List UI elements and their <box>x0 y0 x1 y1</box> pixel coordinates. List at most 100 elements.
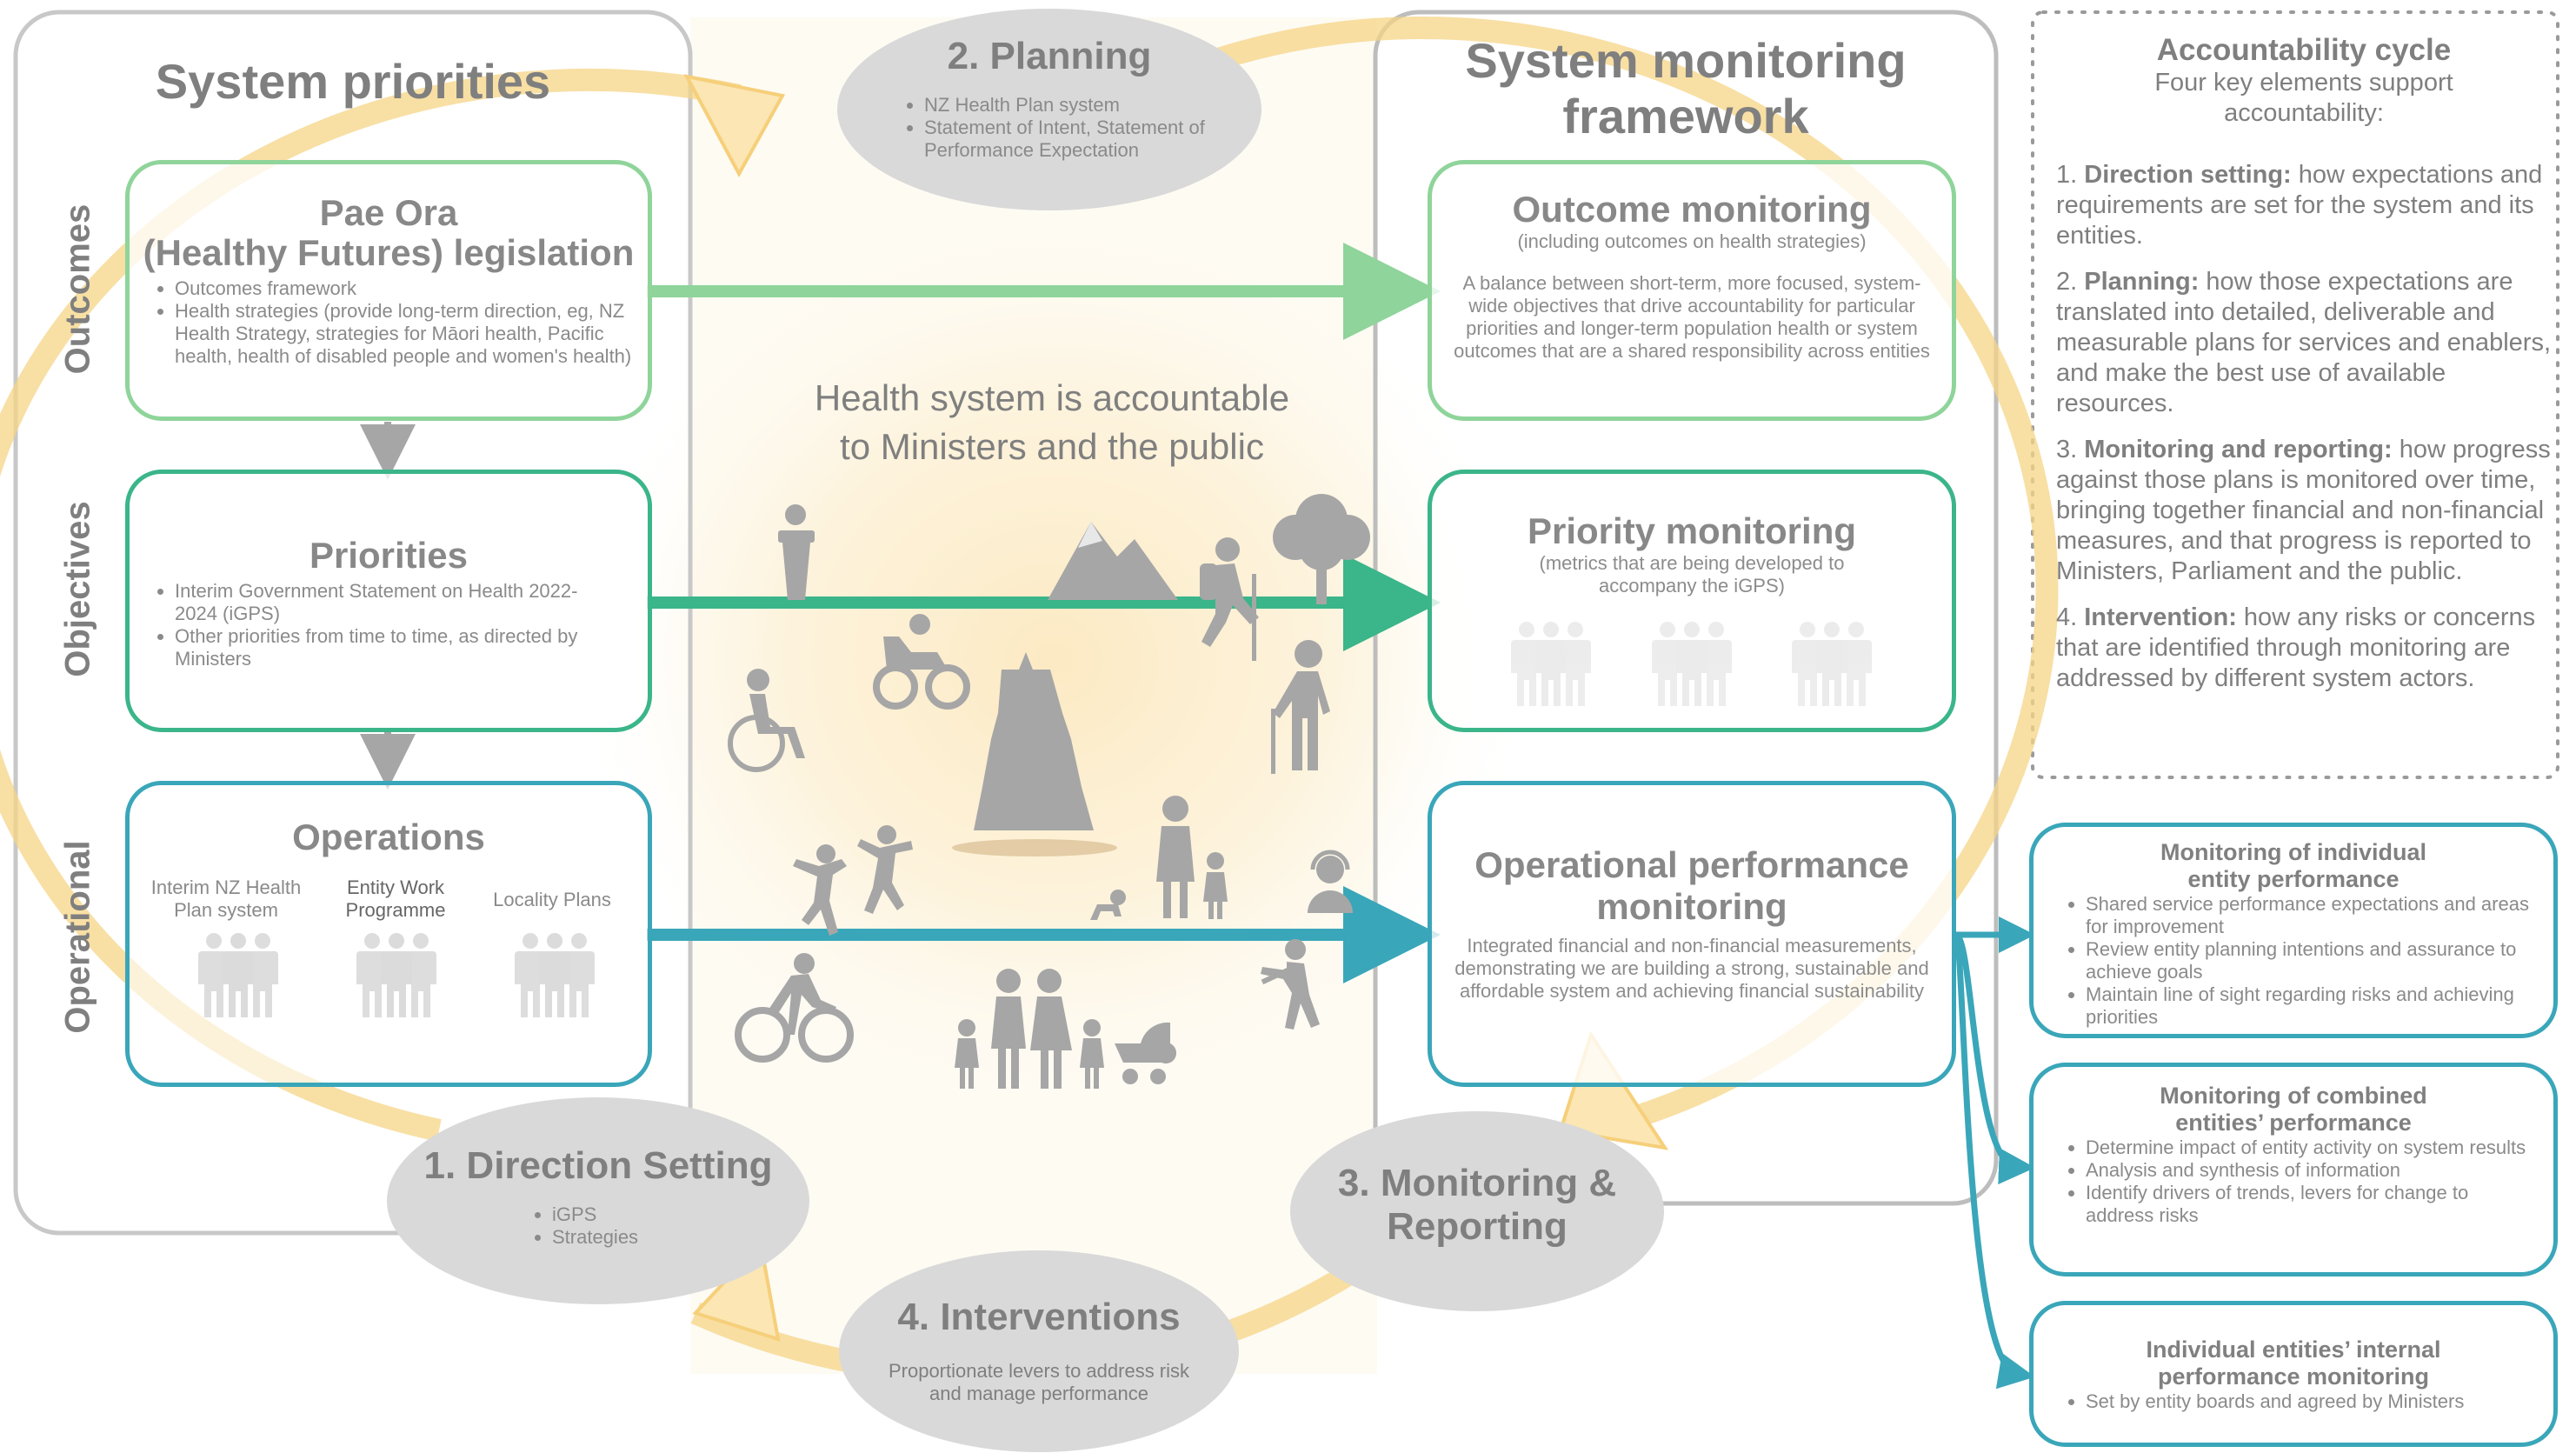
internal-monitoring-box: Individual entities’ internal performanc… <box>2029 1301 2558 1447</box>
system-priorities-title: System priorities <box>155 54 551 109</box>
list-item: Outcomes framework <box>175 277 632 300</box>
operational-monitoring-text: Integrated financial and non-financial m… <box>1454 935 1929 1002</box>
priority-monitoring-subtitle: (metrics that are being developed to acc… <box>1539 552 1845 597</box>
list-item: Interim Government Statement on Health 2… <box>175 580 613 625</box>
cyclist-icon <box>735 953 854 1063</box>
accountability-title: Accountability cycle <box>2156 33 2452 67</box>
list-item: Determine impact of entity activity on s… <box>2086 1136 2536 1159</box>
operations-column-entity-work: Entity Work Programme <box>345 876 446 921</box>
branch-connector-3 <box>1953 933 2035 1390</box>
family-icon <box>955 969 1104 1089</box>
priority-monitoring-box: Priority monitoring (metrics that are be… <box>1428 470 1956 732</box>
monitoring-framework-title-line2: framework <box>1562 89 1809 143</box>
operations-column-nz-health-plan: Interim NZ Health Plan system <box>150 876 302 921</box>
accountability-item-4: 4. Intervention: how any risks or concer… <box>2056 603 2536 692</box>
pae-ora-title-line2: (Healthy Futures) legislation <box>143 232 635 273</box>
direction-setting-ellipse: 1. Direction Setting iGPS Strategies <box>387 1097 809 1304</box>
combined-entities-box: Monitoring of combined entities’ perform… <box>2029 1063 2558 1276</box>
accountability-box-border <box>2031 10 2559 779</box>
pae-ora-box: Pae Ora (Healthy Futures) legislation Ou… <box>125 160 652 421</box>
adult-with-child-icon <box>1156 796 1228 919</box>
planning-ellipse: 2. Planning NZ Health Plan system Statem… <box>837 9 1261 210</box>
combined-entities-bullets: Determine impact of entity activity on s… <box>2034 1136 2553 1227</box>
monitoring-reporting-title-line2: Reporting <box>1387 1205 1568 1248</box>
monitoring-reporting-ellipse: 3. Monitoring & Reporting <box>1290 1111 1664 1311</box>
mountains-icon <box>1048 522 1178 600</box>
individual-entity-title-line1: Monitoring of individual <box>2160 839 2426 865</box>
planning-title: 2. Planning <box>947 35 1152 77</box>
direction-setting-title: 1. Direction Setting <box>423 1144 773 1187</box>
monitoring-framework-title: System monitoring framework <box>1375 33 1996 144</box>
internal-monitoring-title-line2: performance monitoring <box>2157 1363 2430 1390</box>
priorities-title: Priorities <box>309 535 469 576</box>
operational-monitoring-title-line1: Operational performance <box>1474 844 1909 885</box>
list-item: Maintain line of sight regarding risks a… <box>2086 983 2536 1029</box>
pram-icon <box>1115 1022 1177 1084</box>
list-item: Strategies <box>552 1226 809 1249</box>
elderly-walker-icon <box>1271 640 1330 774</box>
branch-connector-2 <box>1954 931 2035 1185</box>
outcome-monitoring-subtitle: (including outcomes on health strategies… <box>1517 230 1867 252</box>
operations-column-locality-plans: Locality Plans <box>493 889 611 910</box>
center-icons <box>728 494 1370 1089</box>
pae-ora-title-line1: Pae Ora <box>319 192 458 233</box>
tree-icon <box>1273 494 1370 604</box>
center-headline-line2: to Ministers and the public <box>840 426 1264 467</box>
list-item: NZ Health Plan system <box>924 94 1209 117</box>
list-item: Health strategies (provide long-term dir… <box>175 300 632 368</box>
individual-entity-title-line2: entity performance <box>2187 866 2400 892</box>
cycle-arrowhead-top-left <box>683 74 786 178</box>
outcome-monitoring-title: Outcome monitoring <box>1512 189 1872 230</box>
accountability-item-1: 1. Direction setting: how expectations a… <box>2056 161 2543 250</box>
planning-bullets: NZ Health Plan system Statement of Inten… <box>907 94 1209 162</box>
side-label-outcomes: Outcomes <box>58 203 97 375</box>
hiker-icon <box>1200 537 1259 661</box>
cricket-batter-icon <box>1261 939 1320 1030</box>
list-item: iGPS <box>552 1203 809 1226</box>
side-label-operational: Operational <box>58 840 97 1034</box>
accountability-item-3: 3. Monitoring and reporting: how progres… <box>2056 436 2551 585</box>
internal-monitoring-title-line1: Individual entities’ internal <box>2146 1336 2441 1363</box>
baby-crawling-icon <box>1090 890 1126 920</box>
system-priorities-panel <box>13 10 693 1236</box>
interventions-ellipse: 4. Interventions Proportionate levers to… <box>839 1250 1239 1452</box>
headset-operator-icon <box>1308 850 1353 913</box>
outcome-monitoring-text: A balance between short-term, more focus… <box>1454 272 1930 362</box>
center-glow <box>567 209 1541 1113</box>
direction-setting-bullets: iGPS Strategies <box>535 1203 809 1249</box>
priorities-box: Priorities Interim Government Statement … <box>125 470 652 732</box>
list-item: Statement of Intent, Statement of Perfor… <box>924 117 1209 162</box>
priority-monitoring-title: Priority monitoring <box>1528 510 1856 551</box>
operational-monitoring-title-line2: monitoring <box>1596 886 1787 927</box>
side-label-objectives: Objectives <box>58 501 97 677</box>
outcome-monitoring-box: Outcome monitoring (including outcomes o… <box>1428 160 1956 421</box>
individual-entity-box: Monitoring of individual entity performa… <box>2029 823 2558 1038</box>
list-item: Set by entity boards and agreed by Minis… <box>2086 1390 2536 1413</box>
internal-monitoring-bullets: Set by entity boards and agreed by Minis… <box>2034 1390 2553 1413</box>
motorbike-rider-icon <box>873 614 970 710</box>
list-item: Other priorities from time to time, as d… <box>175 625 613 670</box>
beehive-parliament-icon <box>952 652 1117 856</box>
center-headline: Health system is accountable to Minister… <box>765 374 1339 471</box>
person-at-lectern-icon <box>778 504 815 600</box>
combined-entities-title-line1: Monitoring of combined <box>2160 1083 2427 1109</box>
children-dancing-icon <box>793 825 913 936</box>
wheelchair-user-icon <box>728 669 805 772</box>
individual-entity-bullets: Shared service performance expectations … <box>2034 893 2553 1029</box>
list-item: Identify drivers of trends, levers for c… <box>2086 1182 2536 1227</box>
accountability-intro: Four key elements support accountability… <box>2154 69 2453 127</box>
interventions-text: Proportionate levers to address risk and… <box>888 1360 1190 1404</box>
accountability-item-2: 2. Planning: how those expectations are … <box>2056 268 2552 417</box>
interventions-title: 4. Interventions <box>897 1296 1181 1338</box>
list-item: Shared service performance expectations … <box>2086 893 2536 938</box>
list-item: Analysis and synthesis of information <box>2086 1159 2536 1182</box>
list-item: Review entity planning intentions and as… <box>2086 938 2536 983</box>
center-headline-line1: Health system is accountable <box>814 377 1290 418</box>
pae-ora-bullets: Outcomes framework Health strategies (pr… <box>130 277 648 368</box>
operations-box: Operations <box>125 781 652 1087</box>
accountability-panel: Accountability cycle Four key elements s… <box>2056 33 2552 710</box>
operational-monitoring-box: Operational performance monitoring Integ… <box>1428 781 1956 1087</box>
monitoring-reporting-title-line1: 3. Monitoring & <box>1337 1162 1617 1204</box>
operations-title: Operations <box>292 816 485 857</box>
